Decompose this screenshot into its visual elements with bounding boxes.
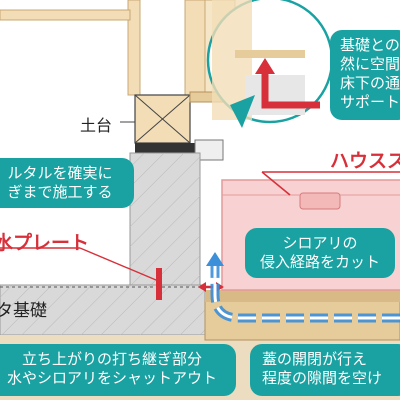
callout-floor-ventilation: 基礎との 然に空間 床下の通 サポート: [330, 30, 400, 120]
callout-line: 立ち上がりの打ち継ぎ部分: [21, 350, 202, 368]
callout-line: 程度の隙間を空け: [262, 369, 383, 387]
wood-beam: [0, 9, 131, 21]
label-house-box: ハウスス: [330, 150, 400, 172]
label-foundation: タ基礎: [0, 301, 47, 321]
right-slab-top: [205, 290, 400, 302]
label-sill: 土台: [80, 116, 113, 135]
callout-line: 床下の通: [340, 74, 400, 92]
callout-line: 基礎との: [340, 36, 400, 54]
callout-line: 侵入経路をカット: [259, 253, 380, 271]
callout-line: サポート: [340, 93, 400, 111]
callout-lid-gap: 蓋の開閉が行え 程度の隙間を空け: [250, 344, 400, 396]
wood-post-right: [184, 0, 208, 96]
callout-mortar: ルタルを確実に ぎまで施工する: [0, 158, 134, 208]
callout-line: シロアリの: [282, 234, 358, 252]
house-box-vent: [299, 192, 341, 210]
callout-line: 水やシロアリをシャットアウト: [6, 369, 217, 387]
airflow-arrow: [261, 72, 320, 109]
label-water-plate: 水プレート: [0, 232, 90, 254]
callout-line: 蓋の開閉が行え: [262, 350, 368, 368]
metal-flashing: [194, 139, 224, 161]
water-plate-marker: [156, 268, 162, 300]
callout-construction-joint: 立ち上がりの打ち継ぎ部分 水やシロアリをシャットアウト: [0, 344, 236, 396]
wood-post-left: [127, 0, 141, 96]
callout-line: ルタルを確実に: [7, 164, 113, 182]
foundation-packing: [135, 143, 195, 153]
callout-line: 然に空間: [340, 55, 400, 73]
callout-termite-cut: シロアリの 侵入経路をカット: [245, 228, 395, 278]
callout-line: ぎまで施工する: [7, 183, 113, 201]
